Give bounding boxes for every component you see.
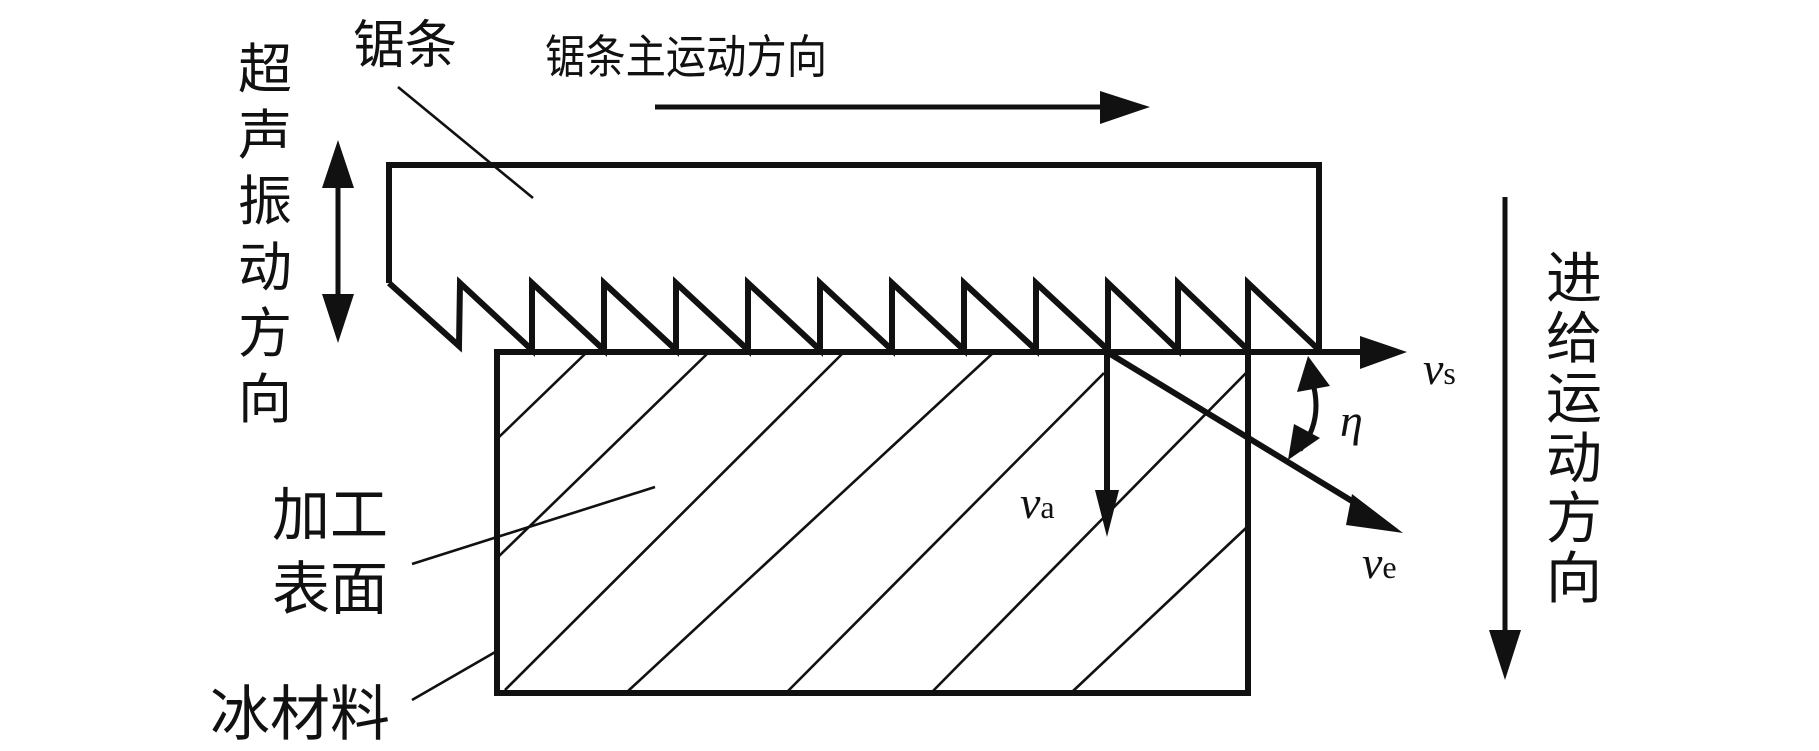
hatch-lines [496,352,1247,693]
feed-char-5: 向 [1546,547,1602,612]
vibration-double-arrow [322,140,354,343]
vib-char-2: 振 [238,170,292,233]
vib-char-0: 超 [238,38,292,101]
feed-char-0: 进 [1546,247,1602,312]
hatch-line [931,372,1247,693]
saw-blade-label: 锯条 [353,16,457,76]
vib-char-3: 动 [238,236,292,299]
feed-char-1: 给 [1546,307,1602,372]
ice-material-label: 冰材料 [210,680,390,750]
ice-block-outline [494,349,1251,696]
ve-label: ve [1362,537,1397,588]
va-vector [1095,352,1119,537]
hatch-line [496,352,709,559]
saw-blade-outline [386,162,1322,352]
ice-block [494,349,1251,696]
feed-motion-direction-label: 进 给 运 动 方 向 [1546,247,1602,612]
ve-vector [1105,349,1403,533]
feed-char-3: 动 [1546,427,1602,492]
saw-blade-leader-line [397,85,534,200]
machined-surface-label-line1: 加工 [272,481,388,549]
vib-char-1: 声 [238,104,292,167]
saw-teeth [386,275,1322,358]
hatch-line [786,372,1105,693]
vib-char-4: 方 [238,302,292,365]
ultrasonic-vibration-direction-label: 超 声 振 动 方 向 [238,38,292,431]
vs-label: vs [1423,343,1456,394]
eta-angle-arc [1288,356,1330,460]
machined-surface-leader-line [411,485,656,566]
main-motion-direction-label: 锯条主运动方向 [545,30,827,84]
hatch-line [626,352,994,693]
eta-label: η [1340,395,1363,446]
va-label: va [1020,477,1055,528]
hatch-line [504,352,844,691]
saw-blade [386,162,1322,358]
feed-char-4: 方 [1546,487,1602,552]
main-motion-arrow [655,91,1150,124]
hatch-line [496,352,587,440]
hatch-line [1071,527,1247,693]
vib-char-5: 向 [238,368,292,431]
feed-char-2: 运 [1546,367,1602,432]
ice-material-leader-line [411,649,498,702]
feed-arrow [1489,197,1521,680]
machined-surface-label-line2: 表面 [272,555,388,623]
vs-vector [1104,336,1407,369]
